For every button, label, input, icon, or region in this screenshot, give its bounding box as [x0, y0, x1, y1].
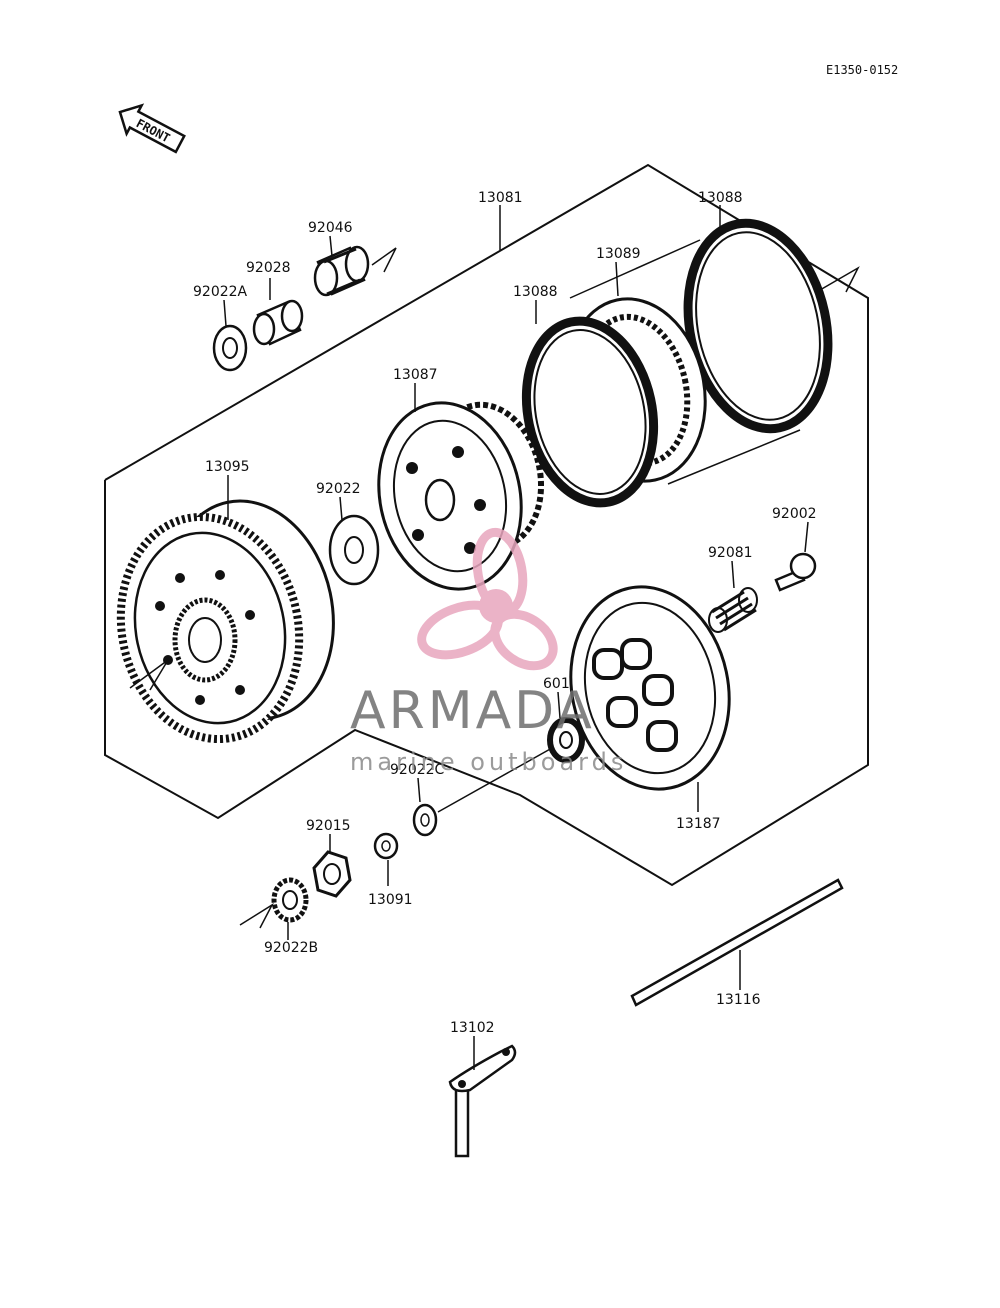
clutch-housing-13095 — [116, 499, 335, 744]
collar-92028 — [252, 299, 304, 346]
lock-washer-92022B — [271, 877, 309, 923]
reference-code: E1350-0152 — [826, 63, 898, 77]
label-13091: 13091 — [368, 892, 413, 908]
label-13088-mid: 13088 — [513, 284, 558, 300]
label-92028: 92028 — [246, 260, 291, 276]
label-92015: 92015 — [306, 818, 351, 834]
push-rod-13116 — [630, 878, 844, 1007]
label-13087: 13087 — [393, 367, 438, 383]
label-92022: 92022 — [316, 481, 361, 497]
bearing-601 — [547, 717, 585, 763]
label-13102: 13102 — [450, 1020, 495, 1036]
label-13081: 13081 — [478, 190, 523, 206]
friction-plate-13088-rear — [683, 218, 833, 434]
washer-92022C — [412, 803, 438, 837]
washer-92022A — [212, 324, 248, 372]
label-92022C: 92022C — [390, 762, 445, 778]
spring-92081 — [708, 587, 758, 633]
label-13088-top: 13088 — [698, 190, 743, 206]
watermark: ARMADA marine outboards — [350, 527, 627, 776]
watermark-brand: ARMADA — [350, 681, 595, 741]
watermark-tagline: marine outboards — [350, 748, 627, 776]
thrust-washer-92022 — [328, 514, 380, 586]
label-13187: 13187 — [676, 816, 721, 832]
label-92081: 92081 — [708, 545, 753, 561]
label-601: 601 — [543, 676, 570, 692]
needle-bearing-92046 — [313, 245, 370, 297]
label-13095: 13095 — [205, 459, 250, 475]
label-92002: 92002 — [772, 506, 817, 522]
front-arrow-icon: FRONT — [118, 103, 186, 154]
label-13089: 13089 — [596, 246, 641, 262]
nut-92015 — [312, 850, 352, 898]
bolt-92002 — [774, 552, 817, 592]
label-13116: 13116 — [716, 992, 761, 1008]
label-92046: 92046 — [308, 220, 353, 236]
label-92022A: 92022A — [193, 284, 248, 300]
label-92022B: 92022B — [264, 940, 318, 956]
friction-plate-13088-front — [521, 316, 659, 508]
collar-13091 — [373, 832, 399, 860]
release-lever-13102 — [448, 1044, 517, 1158]
pressure-plate-13187 — [569, 585, 731, 791]
propeller-logo-icon — [417, 527, 558, 671]
